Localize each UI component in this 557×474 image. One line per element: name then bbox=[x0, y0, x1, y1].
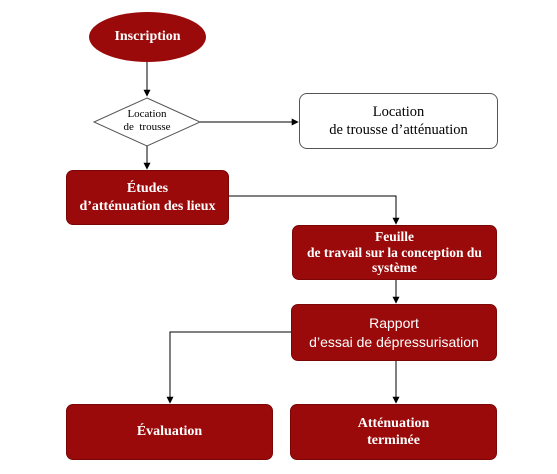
node-inscription: Inscription bbox=[89, 12, 206, 62]
location-decision-line-2: de trousse bbox=[123, 121, 171, 134]
node-location-trousse: Location de trousse d’atténuation bbox=[299, 93, 498, 149]
node-feuille: Feuille de travail sur la conception du … bbox=[292, 225, 497, 280]
edge-etudes-to-feuille bbox=[229, 195, 400, 225]
feuille-line-3: système bbox=[372, 260, 417, 276]
location-trousse-line-1: Location bbox=[372, 103, 425, 120]
node-rapport: Rapport d’essai de dépressurisation bbox=[291, 304, 497, 361]
inscription-label: Inscription bbox=[114, 29, 181, 45]
rapport-line-2: d’essai de dépressurisation bbox=[309, 333, 479, 350]
feuille-line-1: Feuille bbox=[375, 229, 414, 245]
rapport-line-1: Rapport bbox=[369, 314, 419, 331]
node-attenuation-terminee: Atténuation terminée bbox=[290, 404, 497, 460]
feuille-line-2: de travail sur la conception du bbox=[307, 244, 482, 260]
node-evaluation: Évaluation bbox=[66, 404, 273, 460]
attenuation-terminee-line-2: terminée bbox=[367, 433, 420, 448]
edge-rapport-to-evaluation bbox=[166, 331, 291, 404]
location-decision-line-1: Location bbox=[127, 108, 167, 120]
attenuation-terminee-line-1: Atténuation bbox=[357, 415, 430, 431]
node-etudes: Études d’atténuation des lieux bbox=[66, 170, 229, 225]
evaluation-label: Évaluation bbox=[136, 424, 203, 440]
node-location-decision: Location de trousse bbox=[105, 108, 189, 134]
etudes-line-1: Études bbox=[126, 181, 169, 196]
location-trousse-line-2: de trousse d’atténuation bbox=[329, 122, 468, 138]
etudes-line-2: d’atténuation des lieux bbox=[79, 198, 216, 214]
